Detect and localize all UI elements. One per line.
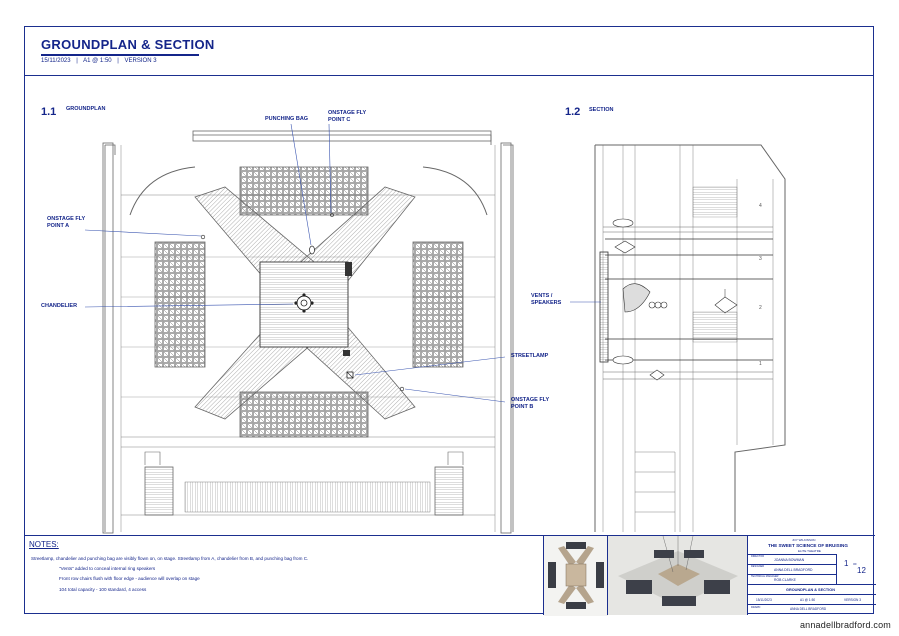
page-title: GROUNDPLAN & SECTION xyxy=(41,37,215,52)
tb-divider xyxy=(748,564,836,565)
tb-company: ELITE THEATRE xyxy=(798,549,821,553)
section-tier-labels: 4 3 2 1 xyxy=(759,203,762,367)
tb-divider xyxy=(748,594,876,595)
tb-director: JOANNA BOWMAN xyxy=(774,558,805,562)
callout-line: ONSTAGE FLY xyxy=(511,397,550,403)
tb-date: 15/11/2023 xyxy=(756,598,772,602)
header-divider xyxy=(25,75,873,76)
tb-drawn-label: DRAWN xyxy=(751,606,761,609)
tier-number: 2 xyxy=(759,305,762,311)
tb-drawn-by: ANNA DELL BRADFORD xyxy=(790,607,827,611)
callout-fly-point-b: ONSTAGE FLY POINT B xyxy=(511,397,549,410)
tb-tech: ROB CLARKE xyxy=(774,578,796,582)
callout-line: ONSTAGE FLY xyxy=(47,216,86,222)
callout-line: VENTS / xyxy=(531,293,553,299)
subtitle-sep: | xyxy=(76,58,78,64)
tb-version: VERSION 3 xyxy=(844,598,862,602)
tb-designer-label: DESIGNER xyxy=(751,565,765,568)
tb-drawing-title: GROUNDPLAN & SECTION xyxy=(786,588,835,592)
note-line: Streetlamp, chandelier and punching bag … xyxy=(31,556,309,561)
tb-sheet-number: 1 xyxy=(844,559,849,568)
groundplan-heading: GROUNDPLAN xyxy=(66,106,106,112)
website-url[interactable]: annadellbradford.com xyxy=(799,620,891,630)
model-render-image xyxy=(608,536,747,615)
tb-divider xyxy=(748,604,876,605)
note-line: 104 total capacity - 100 standard, 4 acc… xyxy=(59,587,147,592)
callout-line: SPEAKERS xyxy=(531,299,562,306)
callout-line: POINT A xyxy=(47,222,70,229)
tb-sheet-total: 12 xyxy=(857,566,866,575)
groundplan-drawing xyxy=(102,130,514,534)
tier-number: 1 xyxy=(759,361,762,367)
notes-panel: NOTES: Streetlamp, chandelier and punchi… xyxy=(25,535,543,615)
title-block: JOY WILKINSON THE SWEET SCIENCE OF BRUIS… xyxy=(747,535,876,615)
tb-author: JOY WILKINSON xyxy=(792,538,816,542)
tb-tech-label: TECHNICAL MANAGER xyxy=(751,575,779,578)
tb-divider xyxy=(748,554,836,555)
tb-scale: A1 @ 1:50 xyxy=(800,598,816,602)
title-underline xyxy=(41,54,199,56)
callout-fly-point-a: ONSTAGE FLY POINT A xyxy=(47,216,85,229)
tier-number: 3 xyxy=(759,256,762,262)
section-heading: SECTION xyxy=(589,107,614,113)
tb-director-label: DIRECTOR xyxy=(751,555,765,558)
tb-divider xyxy=(748,584,876,585)
note-line: Front row chairs flush with floor edge -… xyxy=(59,576,200,581)
groundplan-number: 1.1 xyxy=(41,106,57,118)
subtitle-scale: A1 @ 1:50 xyxy=(83,58,112,64)
notes-title: NOTES: xyxy=(29,540,59,549)
callout-fly-point-c: ONSTAGE FLY POINT C xyxy=(328,110,366,123)
subtitle-date: 15/11/2023 xyxy=(41,58,71,64)
subtitle-version: VERSION 3 xyxy=(124,58,157,64)
tb-divider xyxy=(748,574,836,575)
callout-line: POINT C xyxy=(328,116,351,123)
tier-number: 4 xyxy=(759,203,762,209)
callout-punching-bag: PUNCHING BAG xyxy=(265,116,309,122)
plan-render-thumbnail xyxy=(543,535,608,616)
section-number: 1.2 xyxy=(565,106,581,118)
groundplan-leaders xyxy=(84,123,506,403)
tb-designer: ANNA DELL BRADFORD xyxy=(774,568,813,572)
callout-line: POINT B xyxy=(511,403,534,410)
plan-render-image xyxy=(544,536,608,616)
subtitle-sep: | xyxy=(117,58,119,64)
model-render-thumbnail xyxy=(607,535,747,615)
drawing-sheet: GROUNDPLAN & SECTION 15/11/2023 | A1 @ 1… xyxy=(24,26,876,616)
tb-production: THE SWEET SCIENCE OF BRUISING xyxy=(768,543,848,548)
subtitle: 15/11/2023 | A1 @ 1:50 | VERSION 3 xyxy=(41,58,161,64)
tb-sheet-of: OF xyxy=(853,562,857,566)
callout-chandelier: CHANDELIER xyxy=(41,303,78,309)
callout-streetlamp: STREETLAMP xyxy=(511,353,549,359)
tb-sheet-cell xyxy=(836,554,876,584)
technical-drawing: 4 3 2 1 xyxy=(84,123,786,534)
callout-vents-speakers: VENTS / SPEAKERS xyxy=(531,293,561,306)
callout-line: ONSTAGE FLY xyxy=(328,110,367,116)
section-drawing xyxy=(594,144,786,532)
note-line: "Vents" added to conceal internal ring s… xyxy=(59,566,156,571)
